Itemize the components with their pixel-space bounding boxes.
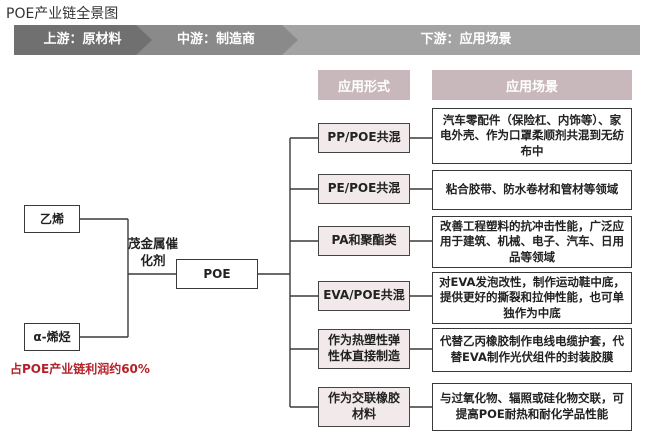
scene-box: 汽车零配件（保险杠、内饰等）、家电外壳、作为口罩柔顺剂共混到无纺布中: [432, 108, 632, 164]
page-title: POE产业链全景图: [6, 6, 119, 22]
form-box: PA和聚酯类: [318, 226, 410, 256]
raw-material-ethylene: 乙烯: [24, 205, 80, 233]
product-poe: POE: [176, 259, 258, 289]
raw-material-alpha-olefin: α-烯烃: [24, 323, 80, 351]
profit-note: 占POE产业链利润约60%: [10, 362, 150, 376]
scene-box: 对EVA发泡改性，制作运动鞋中底，提供更好的撕裂和拉伸性能，也可单独作为中底: [432, 272, 632, 324]
form-box: PP/POE共混: [318, 123, 410, 153]
arrow-downstream: [282, 25, 640, 55]
form-box: 作为交联橡胶材料: [318, 387, 410, 427]
form-box: PE/POE共混: [318, 174, 410, 204]
header-form: 应用形式: [318, 70, 410, 100]
arrow-upstream: [14, 25, 156, 55]
stage-downstream-label: 下游：应用场景: [420, 32, 512, 47]
catalyst-label: 茂金属催化剂: [128, 236, 179, 268]
scene-box: 代替乙丙橡胶制作电线电缆护套，代替EVA制作光伏组件的封装胶膜: [432, 328, 632, 372]
header-scene: 应用场景: [432, 70, 632, 100]
form-box: 作为热塑性弹性体直接制造: [318, 329, 410, 369]
scene-box: 改善工程塑料的抗冲击性能，广泛应用于建筑、机械、电子、汽车、日用品等领域: [432, 216, 632, 268]
stage-midstream-label: 中游：制造商: [176, 32, 255, 47]
stage-upstream-label: 上游：原材料: [43, 32, 122, 47]
arrow-midstream: [136, 25, 302, 55]
form-box: EVA/POE共混: [318, 281, 410, 311]
scene-box: 与过氧化物、辐照或硅化物交联，可提高POE耐热和耐化学品性能: [432, 383, 632, 431]
scene-box: 粘合胶带、防水卷材和管材等领域: [432, 170, 632, 210]
